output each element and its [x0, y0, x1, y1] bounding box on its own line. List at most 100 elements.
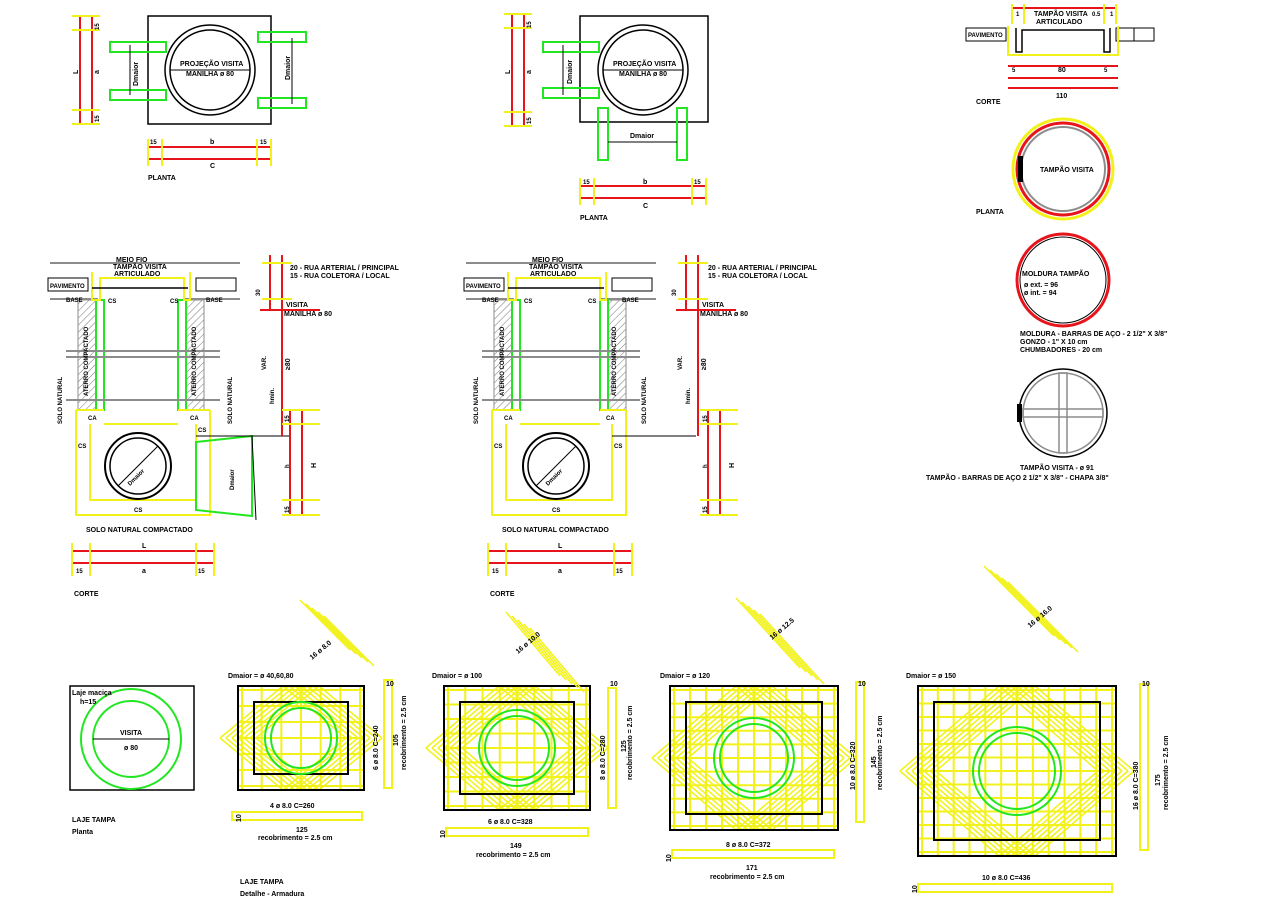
tampa-pav: PAVIMENTO: [968, 33, 1003, 39]
moldura-l3: ø int. = 94: [1024, 290, 1057, 297]
panel-1-diag-bar: [437, 685, 512, 749]
panel-3-labels: Dmaior = ø 150 16 ø 16.0 10 ø 8.0 C=436 …: [906, 605, 1170, 893]
panel-2-diag-bundle: [741, 601, 807, 673]
s1-a: a: [142, 568, 146, 575]
s2-d15a: 15: [703, 415, 709, 422]
panel-1-diag-bar: [461, 747, 536, 811]
tampa-d110: 110: [1056, 93, 1067, 100]
panel-2-dv: 145: [871, 756, 878, 768]
panel-3-inner: [933, 701, 1101, 841]
panel-3-rec: recobrimento = 2.5 cm: [1163, 735, 1170, 810]
panel-1-diag-bar: [522, 747, 597, 811]
panel-0-header: Dmaior = ø 40,60,80: [228, 673, 294, 680]
panel-2-diag-bar: [753, 685, 839, 759]
panel-1-diag-bar: [449, 747, 524, 811]
s2-solo-comp: SOLO NATURAL COMPACTADO: [502, 527, 609, 534]
s1-n15: 15 - RUA COLETORA / LOCAL: [290, 273, 390, 280]
s1-base-r: BASE: [206, 298, 223, 304]
plan1-dmaior-left: Dmaior: [133, 62, 140, 86]
s2-L: L: [558, 543, 563, 550]
panel-0-size: 125: [296, 827, 308, 834]
panel-1-diag-bar: [425, 747, 500, 811]
laje-title1: LAJE TAMPA: [72, 817, 116, 824]
panel-2-ring-inner: [719, 723, 789, 793]
panel-0-rec-b: recobrimento = 2.5 cm: [258, 835, 333, 842]
plan1-dim-b: b: [210, 139, 214, 146]
s1-d15a: 15: [285, 415, 291, 422]
panel-2-diag-bar: [759, 757, 845, 831]
s1-ca-l: CA: [88, 416, 97, 422]
panel-0-diag-bar: [249, 737, 314, 791]
panel-0-diag-bar: [219, 685, 284, 739]
s1-visita: VISITA: [286, 302, 308, 309]
laje-planta: Planta: [72, 829, 93, 836]
s1-var: VAR.: [262, 356, 268, 370]
laje-d80: ø 80: [124, 745, 138, 752]
panel-0-diag-bar: [288, 737, 353, 791]
plan1-title: PLANTA: [148, 175, 176, 182]
s2-solo-r: SOLO NATURAL: [642, 376, 648, 424]
plan2-dim-15a: 15: [527, 21, 533, 28]
s2-ge80: ≥80: [701, 358, 708, 370]
panel-2-diag-bar: [741, 685, 827, 759]
s1-title: CORTE: [74, 591, 99, 598]
s2-aterro-l: ATERRO COMPACTADO: [500, 326, 506, 396]
plan2-proj2: MANILHA ø 80: [619, 71, 667, 78]
plan1-proj2: MANILHA ø 80: [186, 71, 234, 78]
tampa-d1b: 1: [1110, 12, 1114, 18]
panel-3-diag-bar: [899, 685, 1000, 772]
plan2-proj1: PROJEÇÃO VISITA: [613, 59, 676, 68]
s1-L: L: [142, 543, 147, 550]
panel-0-dv: 105: [393, 734, 400, 746]
s2-articulado: ARTICULADO: [530, 271, 577, 278]
s1-hmin: hmin.: [270, 388, 276, 404]
plan2-dim-15c: 15: [583, 180, 590, 186]
moldura-n2: GONZO - 1" X 10 cm: [1020, 339, 1088, 346]
panel-2-d10b: 10: [666, 854, 673, 862]
panel-1-ring-inner: [484, 715, 550, 781]
panel-2-labels: Dmaior = ø 120 16 ø 12.5 8 ø 8.0 C=372 1…: [660, 617, 884, 881]
panel-3-diag-bar: [929, 685, 1030, 772]
s1-articulado: ARTICULADO: [114, 271, 161, 278]
s2-ca-r: CA: [606, 416, 615, 422]
s1-n20: 20 - RUA ARTERIAL / PRINCIPAL: [290, 265, 400, 272]
s2-cs-l: CS: [494, 444, 502, 450]
panel-2-outline: [669, 685, 839, 831]
s1-pavimento: PAVIMENTO: [50, 284, 85, 290]
panel-2-d10: 10: [858, 681, 866, 688]
panel-0-diag-bar: [300, 685, 365, 739]
tampao-l1: TAMPÃO VISITA - ø 91: [1020, 463, 1094, 472]
laje-h15: h=15: [80, 699, 96, 706]
panel-2-diag-bar: [687, 757, 773, 831]
panel-0-diag-bar: [219, 737, 284, 791]
s1-ge80: ≥80: [285, 358, 292, 370]
panel-3-diag-bar: [1004, 685, 1105, 772]
panel-1-diag-bundle: [505, 611, 561, 677]
plan2-dim-l: L: [505, 69, 512, 74]
panel-1-diag-bar: [425, 685, 500, 749]
tampao-detail: TAMPÃO VISITA - ø 91 TAMPÃO - BARRAS DE …: [926, 368, 1109, 482]
panel-2-size: 171: [746, 865, 758, 872]
s2-n15: 15 - RUA COLETORA / LOCAL: [708, 273, 808, 280]
panel-2-bars: 8 ø 8.0 C=372: [726, 842, 771, 849]
panel-2-diag-bar: [651, 685, 737, 759]
panel-0-diag-bar: [237, 737, 302, 791]
s1-H: H: [311, 463, 318, 468]
laje-macica: Laje maciça: [72, 690, 112, 697]
panel-2-diag-bar: [675, 685, 761, 759]
plan2-dmaior-left: Dmaior: [567, 60, 574, 84]
panel-1-diag-bundle: [511, 615, 567, 681]
panel-3-ring-outer: [972, 726, 1062, 816]
panel-0-diag-bar: [231, 737, 296, 791]
s2-h: h: [703, 464, 709, 468]
panel-0-diag-bar: [306, 685, 371, 739]
panel-0-diag-bundle: [305, 603, 357, 655]
s1-d15b: 15: [285, 506, 291, 513]
s1-cs-tr: CS: [170, 299, 178, 305]
panel-3-ring-inner: [978, 732, 1056, 810]
s2-d30: 30: [672, 289, 678, 296]
plan2-dim-c: C: [643, 203, 648, 210]
panel-2-diag-bar: [687, 685, 773, 759]
panel-2-diag-bar: [741, 757, 827, 831]
panel-3-side-bar: [1139, 683, 1149, 851]
